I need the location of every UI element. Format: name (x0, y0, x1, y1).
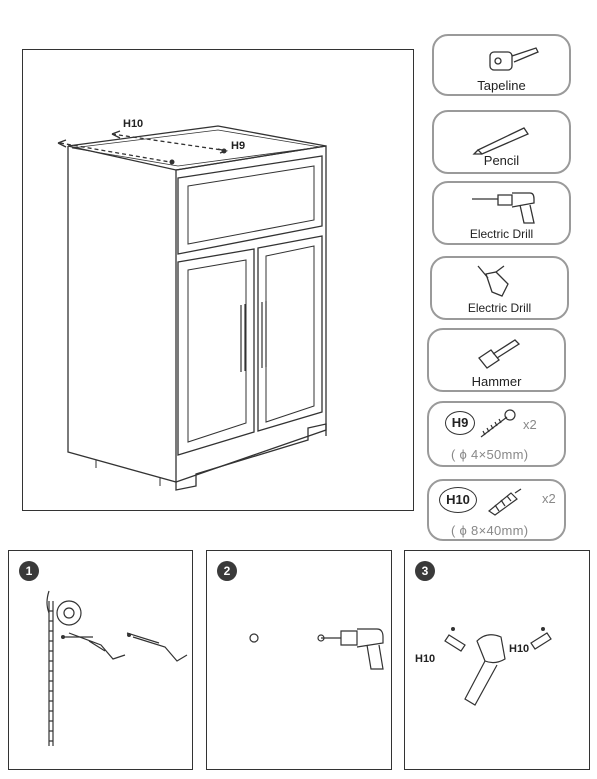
hardware-quantity: x2 (542, 491, 556, 506)
step-number-badge: 2 (217, 561, 237, 581)
measure-and-mark-illustration (46, 590, 188, 746)
tool-label: Tapeline (477, 78, 526, 93)
hammer-anchors-illustration (444, 627, 552, 706)
tool-card-tapeline: Tapeline (432, 34, 571, 96)
step-panel-3: 3 H10 H10 (404, 550, 590, 770)
tool-card-pencil: Pencil (432, 110, 571, 174)
step-number-badge: 1 (19, 561, 39, 581)
step-panel-1: 1 (8, 550, 193, 770)
screw-icon (480, 409, 516, 438)
step-label-h10-right: H10 (509, 643, 530, 655)
tool-card-right-angle-drill: Electric Drill (430, 256, 569, 320)
tool-label: Electric Drill (467, 301, 532, 315)
step-number-badge: 3 (415, 561, 435, 581)
pencil-icon (472, 127, 529, 155)
cabinet-label-h9: H9 (231, 140, 246, 152)
cabinet-illustration-frame (22, 49, 414, 511)
hardware-spec: ( ϕ 4×50mm) (451, 447, 529, 462)
wall-anchor-icon (487, 488, 522, 516)
tool-label: Electric Drill (469, 227, 534, 241)
hardware-card-h9: H9 x2 ( ϕ 4×50mm) (427, 401, 566, 467)
hardware-spec: ( ϕ 8×40mm) (451, 523, 529, 538)
tool-card-hammer: Hammer (427, 328, 566, 392)
right-angle-drill-icon (477, 265, 509, 297)
drill-holes-illustration (249, 628, 384, 670)
hardware-id-badge: H9 (445, 411, 475, 435)
hardware-quantity: x2 (523, 417, 537, 432)
electric-drill-icon (472, 192, 535, 224)
cabinet-label-h10: H10 (123, 118, 144, 130)
tape-measure-icon (489, 47, 539, 71)
hardware-id-badge: H10 (439, 487, 477, 513)
step-panel-2: 2 (206, 550, 392, 770)
tool-label: Hammer (471, 374, 522, 389)
hardware-card-h10: H10 x2 ( ϕ 8×40mm) (427, 479, 566, 541)
tool-card-electric-drill: Electric Drill (432, 181, 571, 245)
step-label-h10-left: H10 (415, 653, 436, 665)
tool-label: Pencil (483, 153, 520, 168)
hammer-icon (478, 339, 521, 369)
